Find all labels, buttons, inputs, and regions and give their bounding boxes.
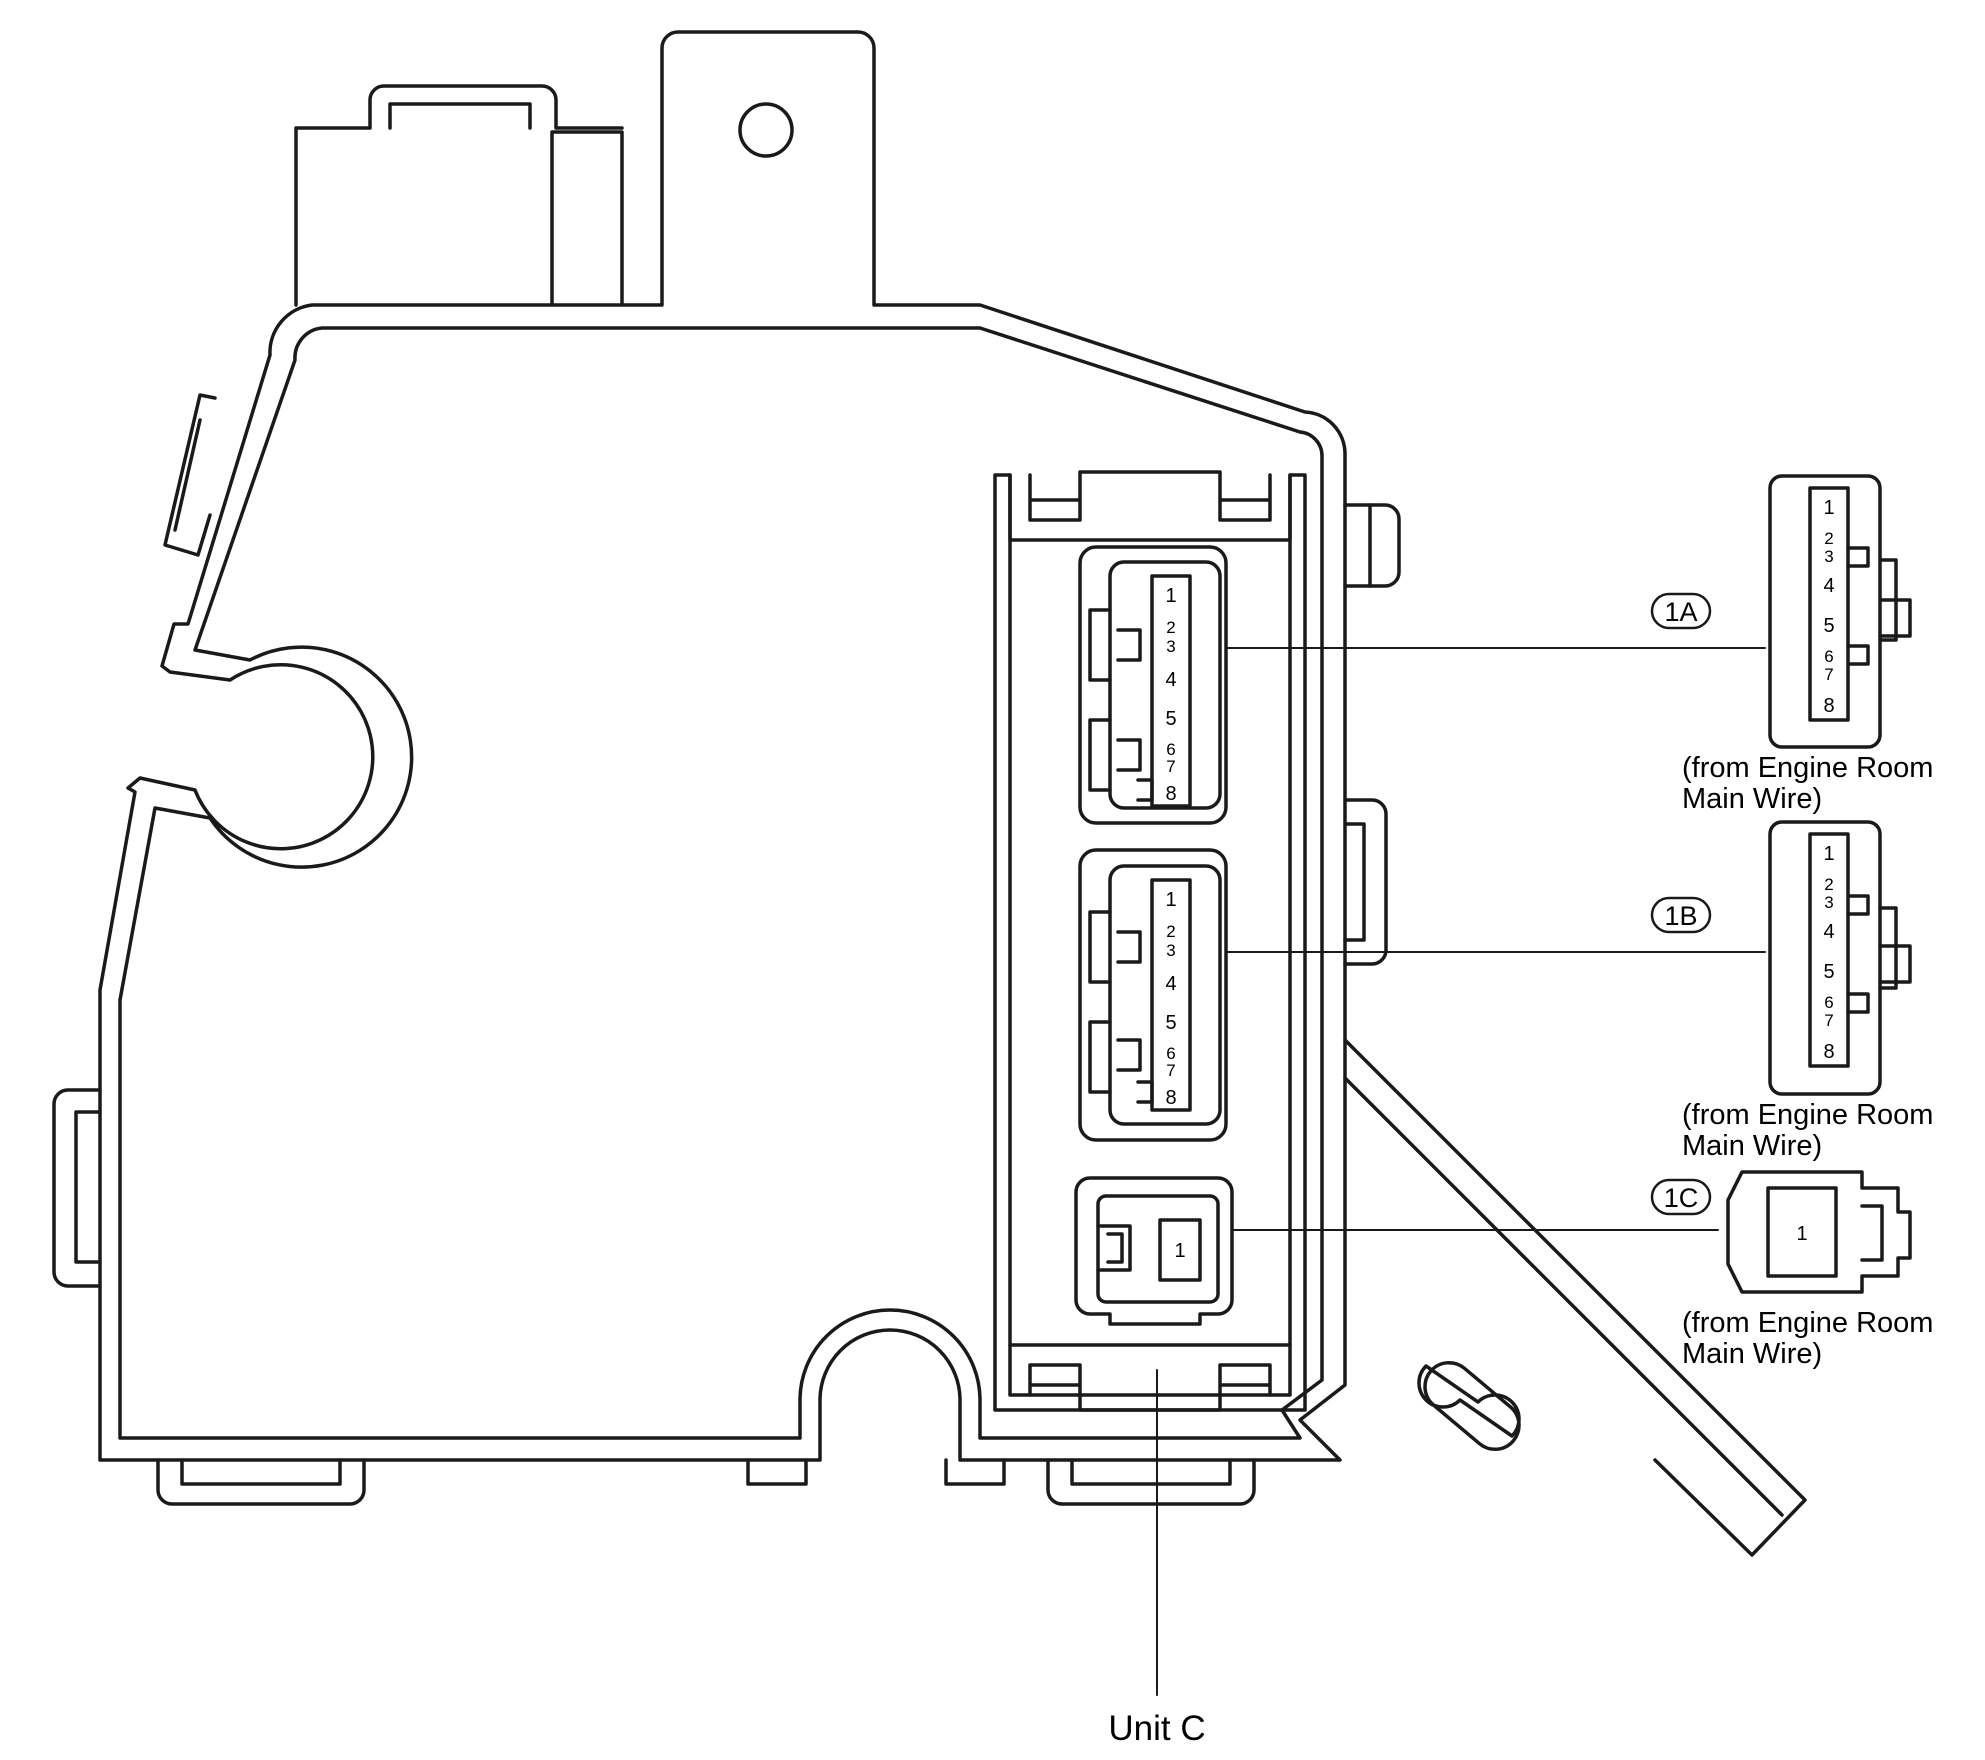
- bottom-foot-mid-right: [944, 1458, 1006, 1486]
- bottom-foot-right-inner: [1070, 1458, 1232, 1486]
- pin-label: 2: [1824, 529, 1833, 548]
- pin-label: 6: [1166, 740, 1175, 759]
- mounting-slot-oval: [1423, 1360, 1521, 1452]
- pin-label: 4: [1165, 669, 1176, 691]
- callout-1b-label: 1B: [1664, 901, 1697, 931]
- socket-1a-pins: 1 2 3 4 5 6 7 8: [1165, 585, 1176, 805]
- pin-label: 4: [1823, 575, 1834, 597]
- pin-label: 6: [1824, 647, 1833, 666]
- pin-label: 1: [1823, 843, 1834, 865]
- left-latch-upper-inner: [173, 418, 202, 532]
- plug-1b-pin-block: [1808, 832, 1850, 1068]
- socket-1b-pin-block: [1150, 878, 1192, 1112]
- connector-bay-top-clip: [1028, 470, 1272, 522]
- housing-outline: [98, 30, 1347, 1462]
- note-1b-line2: Main Wire): [1682, 1130, 1822, 1162]
- left-latch-upper: [163, 393, 217, 557]
- connector-bay-top-rail: [1008, 473, 1292, 542]
- pin-label: 8: [1165, 783, 1176, 805]
- pin-label: 5: [1165, 1012, 1176, 1034]
- pin-label: 6: [1166, 1044, 1175, 1063]
- pin-label: 5: [1823, 615, 1834, 637]
- pin-label: 1: [1165, 889, 1176, 911]
- callout-1a-label: 1A: [1664, 597, 1697, 627]
- right-nub-lower: [1343, 798, 1388, 966]
- callout-1c-label: 1C: [1664, 1183, 1699, 1213]
- mounting-hole-top: [738, 102, 794, 158]
- pin-label: 1: [1174, 1240, 1185, 1262]
- pin-label: 8: [1823, 1041, 1834, 1063]
- plug-1a-pin-block: [1808, 486, 1850, 722]
- pin-label: 6: [1824, 993, 1833, 1012]
- pin-label: 3: [1166, 941, 1175, 960]
- pin-label: 8: [1165, 1087, 1176, 1109]
- bottom-foot-left: [156, 1458, 366, 1506]
- plug-1c-latch: [1860, 1204, 1884, 1262]
- socket-1c-pin-block: [1158, 1218, 1202, 1282]
- note-1a-line1: (from Engine Room: [1682, 752, 1933, 784]
- left-latch-lower: [52, 1088, 102, 1288]
- socket-1c-frame: [1074, 1176, 1234, 1326]
- pin-label: 1: [1796, 1223, 1807, 1245]
- pin-label: 5: [1165, 708, 1176, 730]
- pin-label: 7: [1166, 757, 1175, 776]
- socket-1b-body: [1108, 864, 1222, 1126]
- pin-label: 2: [1824, 875, 1833, 894]
- plug-1b-latches: [1846, 894, 1912, 1014]
- pin-label: 1: [1823, 497, 1834, 519]
- pin-label: 3: [1824, 547, 1833, 566]
- pin-label: 5: [1823, 961, 1834, 983]
- callout-1c: 1C: [1650, 1178, 1712, 1216]
- housing-top-block: [294, 84, 624, 307]
- bottom-foot-right: [1046, 1458, 1256, 1506]
- pin-label: 8: [1823, 695, 1834, 717]
- pin-label: 3: [1166, 637, 1175, 656]
- callout-1a: 1A: [1650, 592, 1712, 630]
- pin-label: 2: [1166, 922, 1175, 941]
- pin-label: 4: [1165, 973, 1176, 995]
- left-latch-lower-inner: [74, 1110, 102, 1264]
- note-1b-line1: (from Engine Room: [1682, 1099, 1933, 1131]
- pin-label: 7: [1166, 1061, 1175, 1080]
- note-1c-line2: Main Wire): [1682, 1338, 1822, 1370]
- plug-1a-pins: 1 2 3 4 5 6 7 8: [1823, 497, 1834, 717]
- socket-1a-frame: [1078, 545, 1228, 825]
- socket-1a-latches: [1088, 608, 1154, 802]
- socket-1a-pin-block: [1150, 574, 1192, 808]
- pin-label: 7: [1824, 665, 1833, 684]
- plug-1b-body: [1768, 820, 1882, 1096]
- unit-c-label: Unit C: [1108, 1709, 1205, 1748]
- connector-bay-outer: [993, 473, 1307, 1412]
- connector-bay-bottom-clip: [1028, 1363, 1272, 1412]
- socket-1b-latches: [1088, 910, 1154, 1104]
- plug-1b-pins: 1 2 3 4 5 6 7 8: [1823, 843, 1834, 1063]
- note-1a-line2: Main Wire): [1682, 783, 1822, 815]
- pin-label: 1: [1165, 585, 1176, 607]
- plug-1c-pin-block: [1766, 1186, 1838, 1278]
- socket-1c-latch: [1096, 1224, 1132, 1272]
- socket-1a-body: [1108, 560, 1222, 810]
- bottom-foot-mid-left: [746, 1458, 808, 1486]
- callout-1b: 1B: [1650, 896, 1712, 934]
- socket-1c-body: [1096, 1194, 1220, 1304]
- right-nub-lower-inner: [1343, 822, 1366, 942]
- pin-label: 7: [1824, 1011, 1833, 1030]
- pin-label: 3: [1824, 893, 1833, 912]
- mounting-arm: [1343, 1038, 1807, 1557]
- note-1c-line1: (from Engine Room: [1682, 1307, 1933, 1339]
- plug-1a-body: [1768, 474, 1882, 749]
- socket-1b-frame: [1078, 848, 1228, 1142]
- plug-1a-latches: [1846, 546, 1912, 666]
- socket-1b-pins: 1 2 3 4 5 6 7 8: [1165, 889, 1176, 1109]
- pin-label: 2: [1166, 618, 1175, 637]
- bottom-foot-left-inner: [180, 1458, 342, 1486]
- right-nub-upper: [1343, 503, 1401, 588]
- mounting-arm-inner: [1343, 1076, 1784, 1517]
- pin-label: 4: [1823, 921, 1834, 943]
- housing-inner-outline: [118, 326, 1324, 1440]
- housing-top-tab: [388, 102, 532, 130]
- plug-1c-body: [1726, 1170, 1912, 1294]
